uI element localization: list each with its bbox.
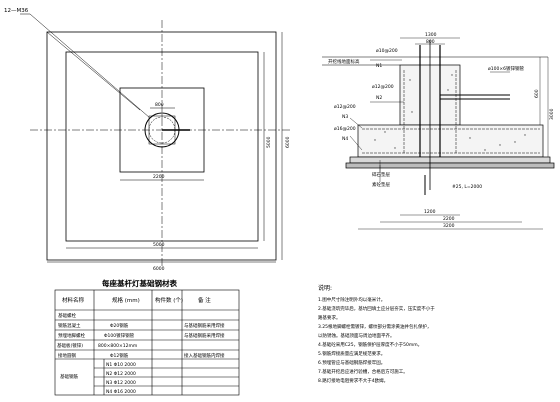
th-remark: 备 注: [198, 296, 211, 304]
th-count: 构件数 (个): [155, 296, 183, 304]
label-ground: 开挖线地面标高: [328, 58, 360, 65]
table-cell: 接入基础钢筋内焊接: [184, 352, 225, 359]
notes-list: 1.图中尺寸除注明外均以毫米计。 2.基础浇筑完毕后，基坑回填土应分层夯实，压实…: [318, 296, 435, 384]
label-rebar-n4: ø16@200: [334, 126, 356, 132]
table-cell: N1 Φ10 2000: [106, 362, 136, 368]
dim-outer-h: 6000: [153, 266, 165, 272]
table-cell: N4 Φ16 2000: [106, 389, 136, 395]
sec-dim-bottom-3: 3200: [443, 223, 455, 229]
label-concrete: 素砼垫层: [372, 181, 390, 188]
dim-outer-v: 6000: [285, 136, 291, 148]
note-line: 7.基础开挖后应进行验槽，合格后方可施工。: [318, 368, 408, 375]
section-view: [322, 37, 555, 230]
notes-title: 说明:: [318, 284, 332, 292]
sec-dim-top-2: 800: [426, 39, 435, 45]
th-spec: 规格 (mm): [112, 296, 140, 304]
table-cell: N3 Φ12 2000: [106, 380, 136, 386]
table-cell: Φ100镀锌钢管: [104, 332, 135, 339]
label-grounding: #25, L=2000: [452, 184, 482, 190]
table-body: 基础螺栓 钢筋混凝土 Φ20钢筋 与基础钢筋采用焊接 预埋地脚螺栓 Φ100镀锌…: [57, 312, 225, 395]
th-material: 材料名称: [62, 296, 85, 304]
label-rebar-n3: ø12@200: [334, 104, 356, 110]
label-n1: N1: [376, 63, 382, 69]
dim-hole: 800: [155, 102, 164, 108]
label-n3: N3: [342, 114, 348, 120]
table-cell: 800×800×12mm: [98, 343, 137, 349]
sec-dim-bottom-1: 1200: [424, 209, 436, 215]
material-table: [54, 289, 240, 396]
table-cell: Φ12钢筋: [110, 352, 129, 359]
label-gravel: 碎石垫层: [372, 171, 390, 178]
concrete-hatch: [374, 74, 526, 151]
table-cell: 钢筋混凝土: [58, 322, 81, 329]
table-cell: 接地圆钢: [58, 352, 76, 359]
sec-dim-right-2: 3000: [549, 108, 555, 120]
label-anchor-top: ø10@200: [376, 48, 398, 54]
label-n2: N2: [376, 95, 382, 101]
dim-inner: 2200: [153, 174, 165, 180]
table-cell: N2 Φ12 2000: [106, 371, 136, 377]
note-line: 8.路灯接地电阻要求不大于4欧姆。: [318, 377, 388, 384]
footing: [357, 124, 544, 158]
table-cell: 基础螺栓: [58, 312, 76, 319]
label-rebar-n2: ø12@200: [372, 84, 394, 90]
note-line: 5.钢筋焊接质量应满足规范要求。: [318, 350, 385, 357]
sec-dim-bottom-2: 2200: [443, 216, 455, 222]
sec-dim-top-1: 1300: [425, 32, 437, 38]
table-cell: 预埋地脚螺栓: [58, 332, 85, 339]
note-line: 路基要求。: [318, 314, 341, 321]
label-n4: N4: [342, 136, 348, 142]
note-line: 4.基础砼采用C25，钢筋保护层厚度不小于50mm。: [318, 341, 422, 348]
note-line: 以防锈蚀。基础顶面与周边地面平齐。: [318, 332, 395, 339]
table-title: 每座基杆灯基础钢材表: [102, 278, 177, 288]
dim-middle-h: 5000: [153, 242, 165, 248]
table-cell: 与基础钢筋采用焊接: [184, 322, 225, 329]
note-line: 1.图中尺寸除注明外均以毫米计。: [318, 296, 385, 303]
table-cell: 与基础钢筋采用焊接: [184, 332, 225, 339]
plan-outer-square: [46, 31, 277, 261]
table-cell: Φ20钢筋: [110, 322, 129, 329]
dim-middle-v: 5000: [266, 136, 272, 148]
plan-view: [20, 13, 290, 268]
label-bolt-plate: ø100×6镀锌钢管: [488, 65, 524, 72]
concrete-layer: [345, 162, 555, 169]
note-line: 6.预埋管应与基础钢筋焊接牢固。: [318, 359, 385, 366]
table-cell: 基础钢筋: [60, 373, 78, 380]
note-line: 3.25根地脚螺栓需镀锌，螺纹部分需涂黄油并包扎保护，: [318, 323, 432, 330]
sec-dim-right-1: 600: [534, 89, 540, 98]
table-cell: 基础板(镀锌): [57, 342, 83, 349]
plan-callout: 12—M36: [4, 8, 29, 14]
note-line: 2.基础浇筑完毕后，基坑回填土应分层夯实，压实度不小于: [318, 305, 435, 312]
